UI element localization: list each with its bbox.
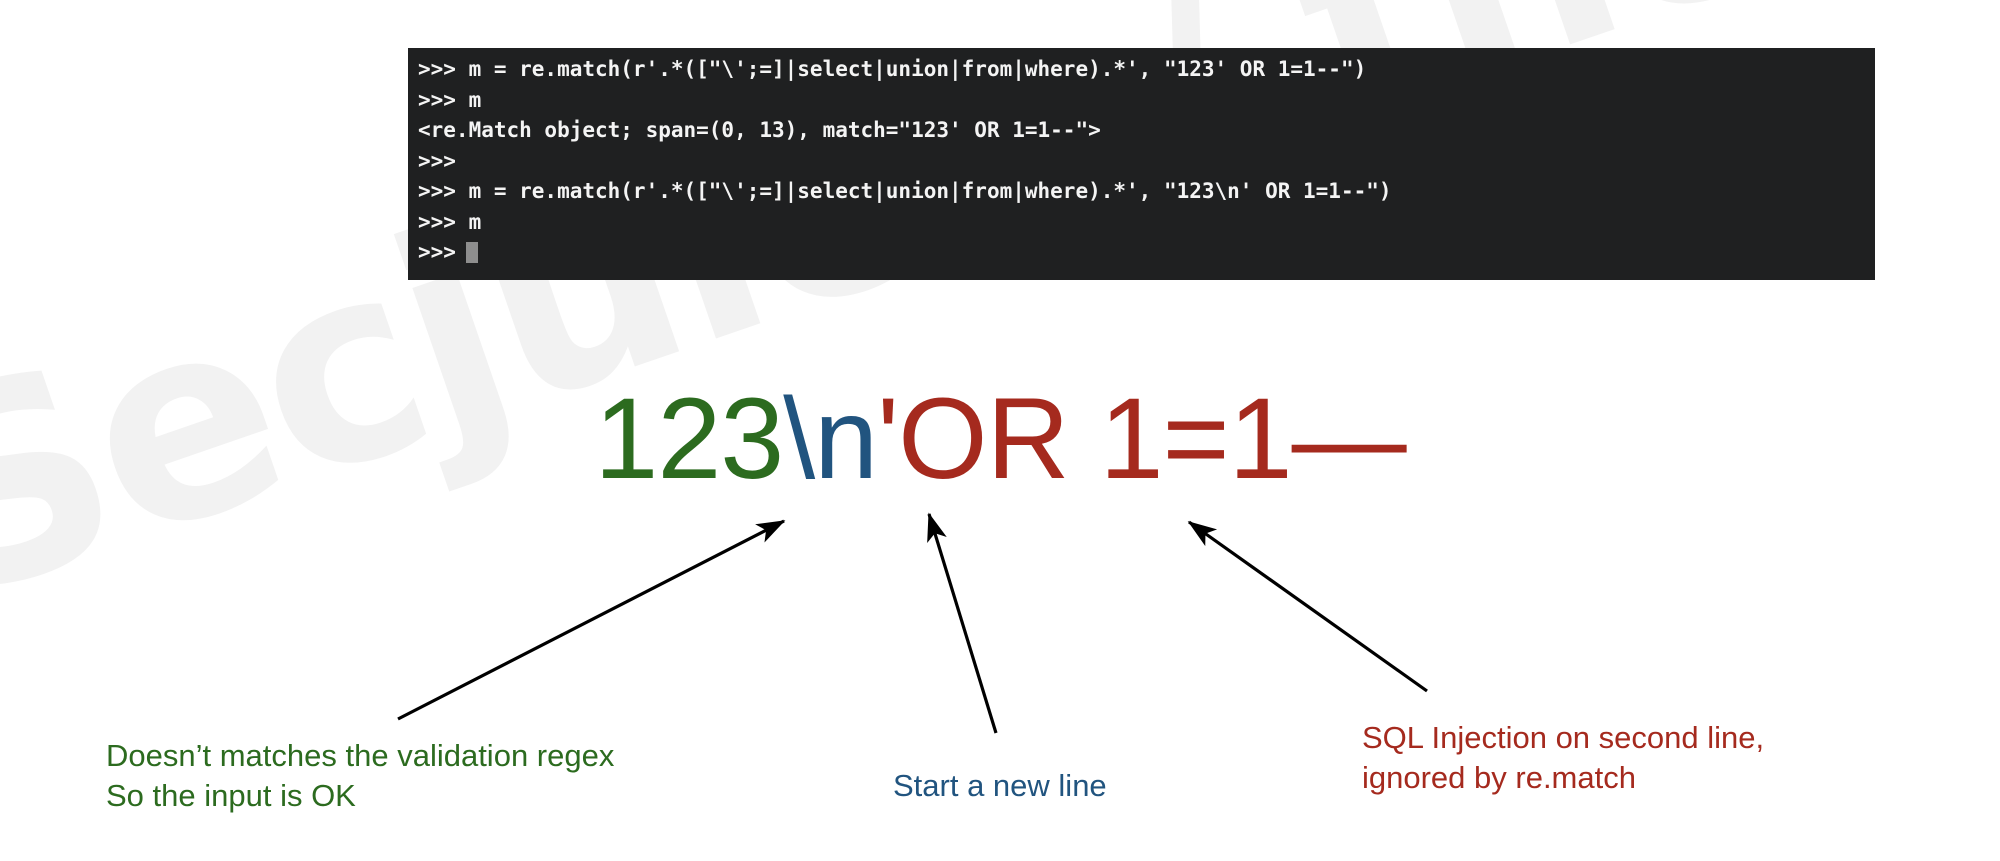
terminal-line: >>> m = re.match(r'.*(["\';=]|select|uni… — [418, 57, 1367, 81]
terminal-line: >>> — [418, 148, 456, 173]
arrow-to-payload — [1187, 520, 1428, 693]
arrow-to-123 — [397, 519, 786, 721]
terminal-line: <re.Match object; span=(0, 13), match="1… — [418, 118, 1101, 142]
annotation-label-validation: Doesn’t matches the validation regex So … — [106, 738, 615, 813]
terminal-line: >>> m — [418, 87, 482, 112]
terminal-prompt-line[interactable]: >>> — [408, 237, 1875, 268]
terminal-cursor — [465, 241, 478, 263]
terminal-line: >>> m — [418, 209, 482, 234]
arrow-to-newline — [927, 512, 998, 734]
terminal-prompt-text: >>> — [418, 240, 456, 264]
annotation-label-sql-injection: SQL Injection on second line, ignored by… — [1362, 720, 1765, 795]
python-repl-terminal[interactable]: >>> m = re.match(r'.*(["\';=]|select|uni… — [408, 48, 1875, 280]
headline-segment-sql: 'OR 1=1— — [877, 375, 1406, 503]
payload-headline: 123\n'OR 1=1— — [0, 372, 2000, 508]
annotation-label-newline: Start a new line — [893, 768, 1107, 803]
headline-segment-numeric: 123 — [594, 375, 784, 503]
terminal-line: >>> m = re.match(r'.*(["\';=]|select|uni… — [418, 179, 1392, 203]
headline-segment-newline: \n — [783, 375, 878, 503]
